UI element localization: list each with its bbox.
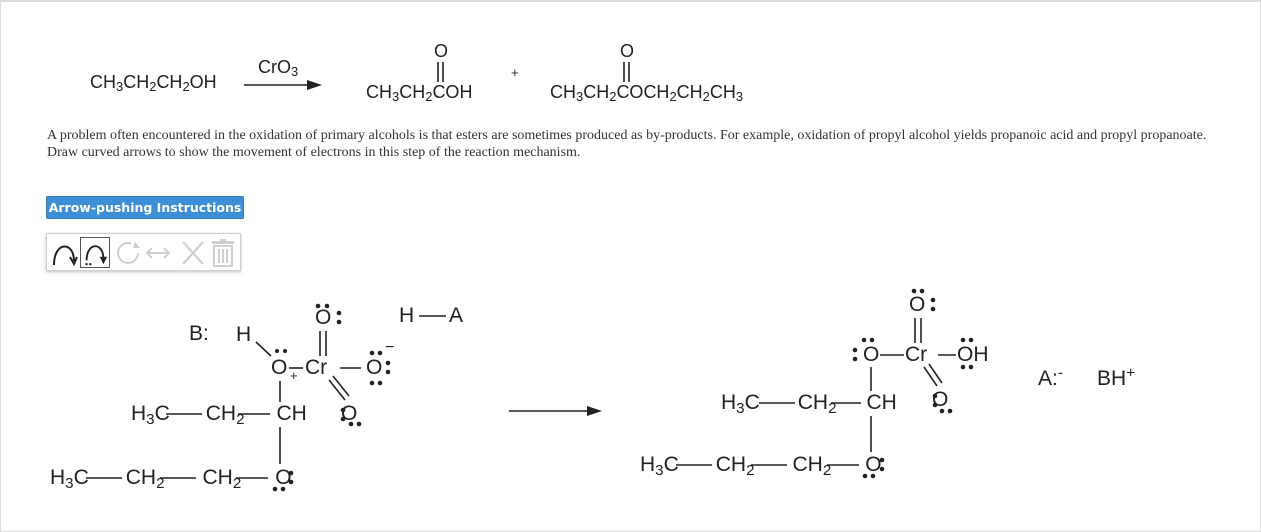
left-cr-o-bottom-bond-b (332, 375, 350, 397)
left-negative-charge: − (385, 339, 395, 356)
left-cr-o-bottom-bond-a (328, 379, 346, 401)
reagent-cro3: CrO3 (258, 57, 299, 80)
right-chromium: Cr (905, 343, 928, 366)
left-o-bottom2-lone-pair (272, 486, 278, 492)
mechanism-arrowhead (587, 406, 602, 416)
curved-arrow-pair-icon[interactable] (49, 237, 79, 268)
right-oh-lone-pair (960, 337, 966, 343)
reaction-arrowhead (307, 80, 322, 90)
right-hydroxyl: OH (957, 343, 989, 366)
acid-a[interactable]: A (449, 304, 464, 327)
reactant-propyl-alcohol: CH3CH2CH2OH (90, 72, 217, 95)
left-chromium-oxo-bottom[interactable]: O (341, 402, 358, 425)
protonated-base-bh: BH+ (1097, 364, 1136, 390)
left-chromium-oxo-top[interactable]: O (315, 306, 332, 329)
arrow-toolbar (46, 233, 241, 271)
product2-carbonyl-oxygen: O (620, 41, 635, 61)
right-o-bottom2-lone-pair (862, 473, 868, 479)
delete-x-icon[interactable] (178, 237, 208, 268)
trash-icon[interactable] (208, 237, 238, 268)
left-oxonium-o[interactable]: O (271, 356, 288, 379)
left-h-o-bond (255, 341, 272, 357)
right-o-top-lone-pair (911, 288, 917, 294)
left-o-bottom-lone-pair (340, 407, 346, 413)
curved-arrow-single-icon[interactable] (80, 237, 110, 268)
left-o-right-lone-pair (369, 350, 375, 356)
right-chromium-oxo-top: O (909, 293, 926, 316)
right-o-left-lone-pair (861, 337, 867, 343)
left-positive-charge: + (290, 368, 298, 383)
product2-propyl-propanoate: CH3CH2COCH2CH2CH3 (550, 82, 744, 105)
conjugate-base-a: A:- (1038, 364, 1063, 390)
right-chromium-oxo-bottom: O (932, 388, 949, 411)
left-proton-h[interactable]: H (236, 323, 252, 346)
arrow-pushing-instructions-button[interactable]: Arrow-pushing Instructions (46, 196, 244, 219)
base-b[interactable]: B: (189, 322, 209, 345)
cycle-icon[interactable] (113, 237, 143, 268)
left-o-center-lone-pair (275, 349, 279, 353)
resonance-arrow-icon[interactable] (143, 237, 173, 268)
problem-text: A problem often encountered in the oxida… (47, 127, 1232, 161)
right-cr-o-bottom-bond-b (928, 363, 943, 384)
left-chromium-oxide-right[interactable]: O (366, 356, 383, 379)
product1-propanoic-acid: CH3CH2COH (366, 82, 473, 105)
acid-h[interactable]: H (399, 304, 415, 327)
left-chromium[interactable]: Cr (305, 356, 328, 379)
right-o-bottom-lone-pair (932, 393, 938, 399)
right-cr-o-bottom-bond-a (923, 366, 938, 387)
right-ester-o: O (863, 343, 880, 366)
product1-carbonyl-oxygen: O (434, 41, 449, 61)
problem-instruction: Draw curved arrows to show the movement … (47, 145, 581, 160)
left-o-top-lone-pair (315, 303, 321, 309)
plus-sign: + (511, 65, 519, 80)
problem-paragraph: A problem often encountered in the oxida… (47, 128, 1207, 143)
